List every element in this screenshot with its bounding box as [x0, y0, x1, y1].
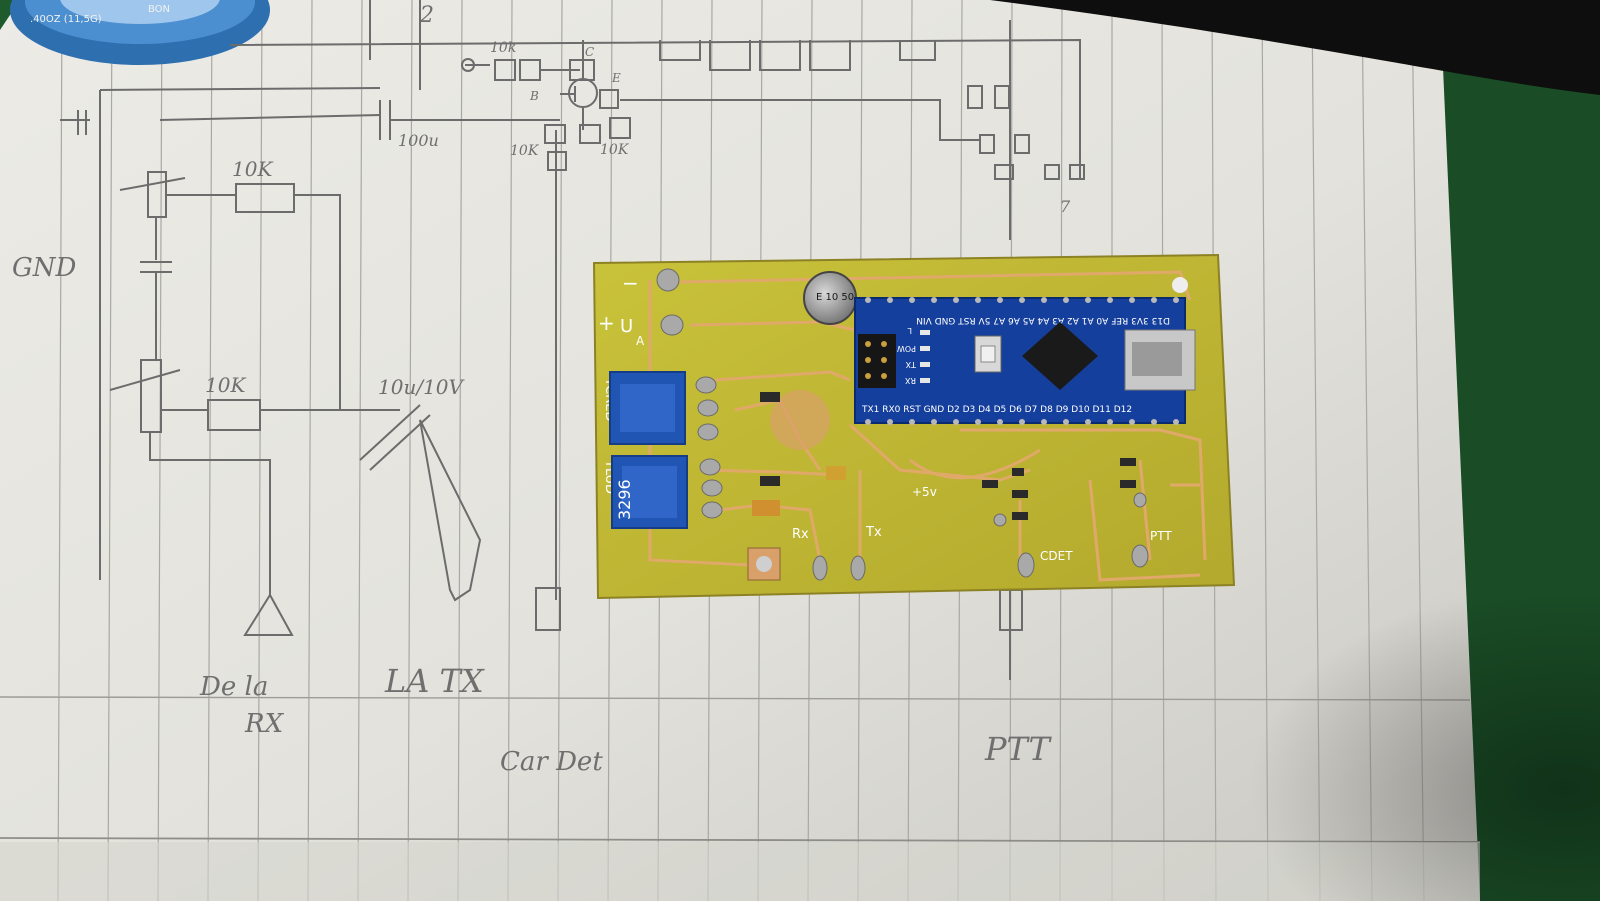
label-b: B — [529, 89, 539, 103]
header-pins — [865, 297, 1179, 425]
trimmer-lower: 3296 — [611, 455, 688, 529]
status-leds — [920, 330, 930, 383]
label-10k-left-lower: 10K — [205, 373, 246, 397]
label-10k-mid-b: 10K — [600, 142, 630, 158]
pcb-a: A — [636, 334, 645, 348]
led-tx: TX — [905, 360, 917, 369]
pcb-tx: Tx — [865, 525, 882, 540]
pcb-minus: − — [622, 271, 639, 295]
pcb-rx: Rx — [792, 527, 809, 542]
label-10k-top: 10k — [490, 40, 516, 56]
electrolytic-capacitor: E 10 50 — [803, 271, 857, 325]
label-100u: 100u — [398, 131, 439, 150]
reel-brand: BON — [148, 4, 170, 15]
arduino-nano: D13 3V3 REF A0 A1 A2 A3 A4 A5 A6 A7 5V R… — [854, 297, 1196, 425]
icsp-header — [858, 334, 896, 388]
reel-weight: .40OZ (11,5G) — [30, 14, 102, 25]
pcb-cdet: CDET — [1040, 549, 1073, 563]
label-de-la: De la — [199, 672, 268, 702]
solder-pads — [656, 268, 1149, 581]
pcb-u: U — [620, 316, 633, 337]
label-7: 7 — [1060, 197, 1071, 216]
led-l: L — [907, 326, 912, 335]
label-rx-sketch: RX — [244, 709, 285, 739]
label-ptt: PTT — [984, 730, 1052, 768]
label-c: C — [585, 45, 594, 59]
handwritten-labels: GND 10k 10K 10K 100u 10u/10V De la RX LA… — [12, 3, 1071, 777]
atmega-chip — [1022, 322, 1098, 390]
led-rx: RX — [904, 376, 916, 385]
pcb-board: + − U A Rx Tx +5v CDET PTT TCRED TLUD — [592, 253, 1236, 600]
label-10u: 10u/10V — [378, 375, 466, 399]
arduino-pins-top: D13 3V3 REF A0 A1 A2 A3 A4 A5 A6 A7 5V R… — [916, 315, 1170, 325]
pcb-ptt: PTT — [1150, 529, 1172, 543]
label-10k-mid-a: 10K — [510, 143, 540, 159]
label-2: 2 — [419, 3, 434, 28]
smd-parts — [752, 392, 1136, 520]
pencil-schematic — [60, 0, 1085, 680]
label-car-det: Car Det — [500, 747, 603, 777]
cable — [990, 0, 1600, 95]
pcb-plus: + — [598, 311, 615, 335]
trimmer-upper — [609, 371, 686, 445]
label-e: E — [611, 71, 621, 85]
trimmer-code: 3296 — [615, 479, 634, 520]
solder-reel: .40OZ (11,5G) BON — [10, 0, 270, 65]
label-la-tx: LA TX — [384, 662, 485, 700]
label-10k-left-upper: 10K — [232, 157, 273, 181]
label-gnd: GND — [12, 253, 77, 283]
led-pow: POW — [897, 344, 916, 353]
pcb-5v: +5v — [912, 485, 937, 499]
arduino-pins-bottom: TX1 RX0 RST GND D2 D3 D4 D5 D6 D7 D8 D9 … — [861, 405, 1132, 415]
cap-marking: E 10 50 — [816, 292, 854, 303]
